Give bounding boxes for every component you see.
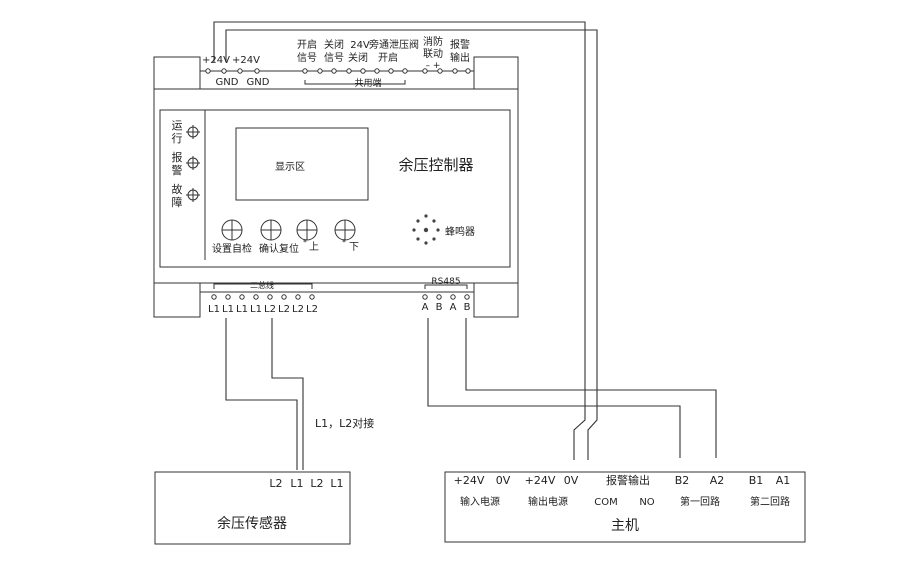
led-fault bbox=[186, 188, 200, 202]
rs485-pin-label: B bbox=[436, 302, 443, 313]
indicator-label: 报 bbox=[172, 150, 183, 164]
display-area bbox=[235, 127, 369, 201]
top-terminal-label: 联动 bbox=[423, 48, 443, 60]
indicator-label: 障 bbox=[172, 195, 183, 209]
led-run bbox=[186, 125, 200, 139]
indicator-label: 运 bbox=[172, 119, 183, 132]
top-terminal-label: 报警 bbox=[450, 38, 470, 51]
top-terminal-label: +24V bbox=[202, 55, 230, 66]
up-label: 上 bbox=[309, 241, 319, 253]
bottom-terminal-screws bbox=[211, 294, 470, 300]
bus-terminal-label: L1 bbox=[250, 304, 262, 315]
buzzer-icon bbox=[412, 214, 440, 245]
top-terminal-label: 旁通泄压阀 bbox=[369, 38, 419, 51]
indicator-label: 故 bbox=[172, 182, 183, 196]
down-label: 下 bbox=[349, 242, 359, 253]
mount-foot bbox=[153, 282, 201, 318]
indicator-label: 行 bbox=[172, 132, 183, 145]
rs485-bracket bbox=[424, 284, 468, 289]
host-terminal-label: 0V bbox=[496, 474, 511, 487]
bus-terminal-label: L2 bbox=[292, 304, 304, 315]
wire-rs485-a2 bbox=[465, 318, 717, 458]
host-terminal-label: A2 bbox=[710, 474, 725, 487]
top-terminal-label: 信号 bbox=[297, 52, 317, 64]
host-terminal-label: B1 bbox=[749, 474, 764, 487]
bus-terminal-label: L1 bbox=[208, 304, 220, 315]
mount-foot bbox=[473, 56, 519, 90]
top-terminal-label: 信号 bbox=[324, 52, 344, 64]
top-terminal-label: GND bbox=[247, 77, 270, 88]
self-test-label: 设置自检 bbox=[212, 242, 252, 255]
host-group-label: 第一回路 bbox=[680, 495, 720, 508]
wire-rs485-b2 bbox=[427, 318, 681, 458]
top-terminal-label: 关闭 bbox=[348, 51, 368, 64]
top-terminal-label: GND bbox=[216, 77, 239, 88]
sensor-terminal-label: L2 bbox=[269, 477, 282, 490]
bus-terminal-label: L2 bbox=[306, 304, 318, 315]
confirm-reset-label: 确认复位 bbox=[259, 242, 299, 255]
bus-terminal-label: L1 bbox=[236, 304, 248, 315]
bus-bracket bbox=[213, 283, 313, 289]
host-terminal-label: +24V bbox=[525, 474, 556, 487]
down-button[interactable] bbox=[334, 219, 356, 241]
controller-title: 余压控制器 bbox=[398, 156, 473, 174]
controller-housing bbox=[153, 88, 519, 284]
self-test-button[interactable] bbox=[221, 219, 243, 241]
host-group-label: 输入电源 bbox=[460, 495, 500, 508]
wire-bus-l2 bbox=[271, 318, 304, 470]
host-terminal-label: +24V bbox=[454, 474, 485, 487]
sensor-box bbox=[154, 471, 351, 545]
top-terminal-label: 输出 bbox=[450, 51, 470, 64]
host-group-label: 第二回路 bbox=[750, 495, 790, 508]
host-group-label: 输出电源 bbox=[528, 495, 568, 508]
up-arrow-icon: * bbox=[303, 238, 307, 247]
host-terminal-label: 0V bbox=[564, 474, 579, 487]
wiring-note: L1，L2对接 bbox=[315, 416, 374, 430]
top-terminal-label: +24V bbox=[232, 55, 260, 66]
host-terminal-label: B2 bbox=[675, 474, 690, 487]
bus-terminal-label: L1 bbox=[222, 304, 234, 315]
host-group-label: NO bbox=[639, 497, 654, 508]
host-box bbox=[444, 471, 806, 543]
confirm-reset-button[interactable] bbox=[260, 219, 282, 241]
wire-host-0v bbox=[225, 29, 598, 460]
top-terminal-screws bbox=[205, 68, 471, 74]
top-terminal-label: 消防 bbox=[423, 35, 443, 48]
up-button[interactable] bbox=[296, 219, 318, 241]
sensor-terminal-label: L2 bbox=[310, 477, 323, 490]
sensor-terminal-label: L1 bbox=[290, 477, 303, 490]
top-terminal-label: 24V bbox=[350, 40, 370, 51]
top-terminal-label: 关闭 bbox=[324, 38, 344, 51]
common-bracket bbox=[304, 80, 406, 85]
rs485-pin-label: B bbox=[464, 302, 471, 313]
fire-link-pins: – + bbox=[426, 61, 441, 71]
indicator-label: 警 bbox=[172, 163, 183, 177]
host-title: 主机 bbox=[611, 518, 639, 534]
top-terminal-label: 开启 bbox=[297, 38, 317, 51]
common-terminal-label: 共用端 bbox=[354, 77, 381, 89]
controller-panel bbox=[159, 109, 511, 268]
bus-terminal-label: L2 bbox=[264, 304, 276, 315]
mount-foot bbox=[153, 56, 201, 90]
rs485-label: RS485 bbox=[431, 277, 460, 287]
down-arrow-icon: * bbox=[342, 238, 346, 247]
sensor-title: 余压传感器 bbox=[217, 515, 287, 532]
wire-host-24v bbox=[213, 21, 586, 460]
host-terminal-label: A1 bbox=[776, 474, 791, 487]
rs485-pin-label: A bbox=[422, 302, 429, 313]
mount-foot bbox=[473, 282, 519, 318]
display-area-label: 显示区 bbox=[275, 161, 305, 173]
bus-label: 二总线 bbox=[250, 280, 274, 290]
rs485-pin-label: A bbox=[450, 302, 457, 313]
wire-bus-l1 bbox=[225, 318, 298, 470]
bus-terminal-label: L2 bbox=[278, 304, 290, 315]
buzzer-label: 蜂鸣器 bbox=[445, 225, 475, 238]
top-terminal-label: 开启 bbox=[378, 51, 398, 64]
led-alarm bbox=[186, 156, 200, 170]
host-group-label: COM bbox=[594, 497, 617, 508]
sensor-terminal-label: L1 bbox=[330, 477, 343, 490]
host-terminal-label: 报警输出 bbox=[606, 473, 650, 487]
